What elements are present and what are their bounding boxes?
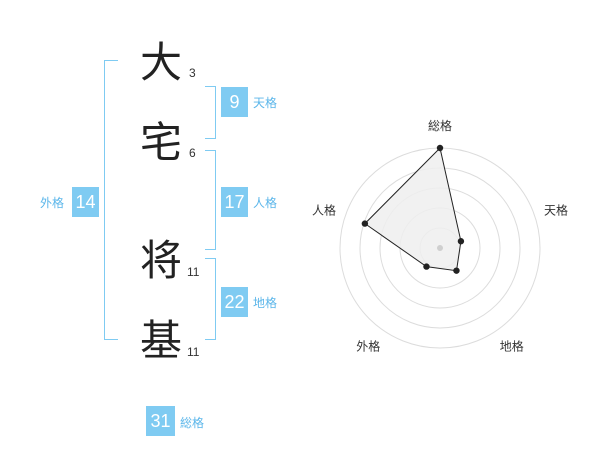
radar-data-point [436, 144, 444, 152]
radar-data-point [423, 263, 430, 270]
chikaku-bracket [205, 258, 216, 340]
radar-data-point [453, 267, 460, 274]
radar-axis-label: 外格 [356, 339, 380, 354]
name-char-2: 宅 [140, 118, 183, 167]
radar-axis-label: 総格 [428, 118, 452, 133]
gaikaku-bracket [104, 60, 118, 340]
tenkaku-bracket [205, 86, 216, 139]
radar-data-point [457, 238, 465, 245]
tenkaku-label: 天格 [253, 96, 278, 110]
radar-data-polygon [364, 147, 462, 272]
stroke-count-3: 11 [187, 265, 200, 279]
stroke-count-2: 6 [189, 146, 196, 160]
name-char-4: 基 [140, 316, 183, 365]
radar-axis-label: 地格 [500, 339, 524, 354]
name-char-3: 将 [140, 236, 183, 285]
radar-data-point [361, 220, 369, 227]
chikaku-label: 地格 [253, 296, 278, 310]
jinkaku-bracket [205, 150, 216, 250]
radar-axis-label: 人格 [312, 202, 336, 217]
stroke-count-1: 3 [189, 66, 196, 80]
soukaku-label: 総格 [180, 416, 205, 430]
tenkaku-value-badge: 9 [221, 87, 248, 117]
jinkaku-label: 人格 [253, 196, 278, 210]
radar-center-dot [437, 245, 443, 251]
chikaku-value-badge: 22 [221, 287, 248, 317]
gaikaku-value-badge: 14 [72, 187, 99, 217]
gaikaku-label: 外格 [40, 196, 65, 210]
soukaku-value-badge: 31 [146, 406, 175, 436]
name-char-1: 大 [140, 38, 183, 87]
jinkaku-value-badge: 17 [221, 187, 248, 217]
radar-axis-label: 天格 [544, 202, 568, 217]
stroke-count-4: 11 [187, 345, 200, 359]
